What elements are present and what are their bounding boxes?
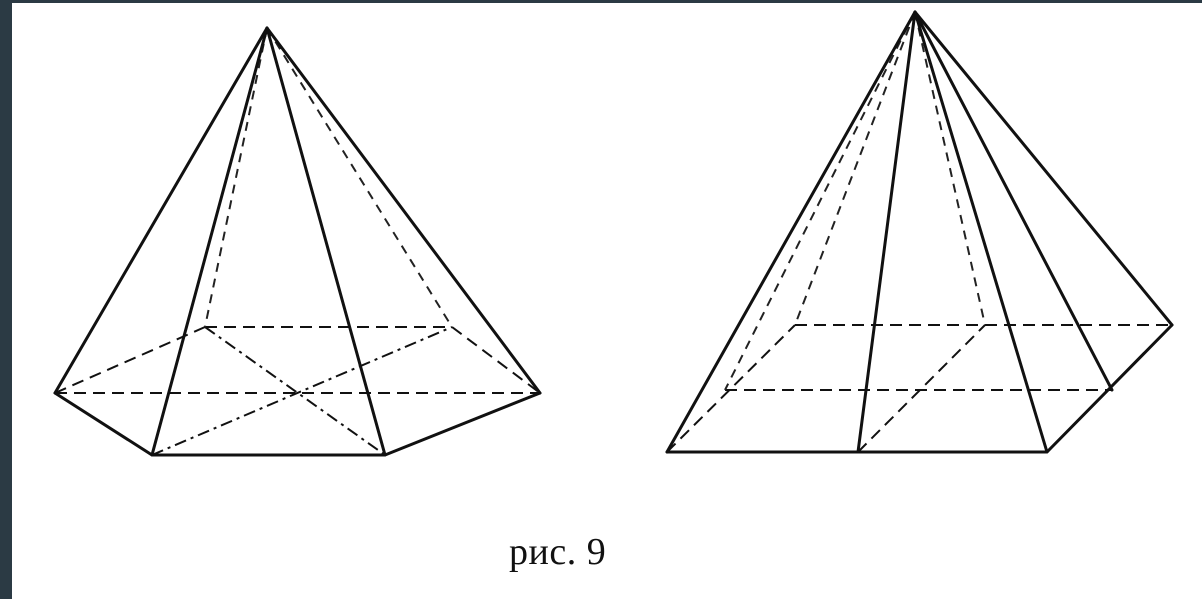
right-pyramid-hidden-base-edge xyxy=(857,324,986,453)
left-pyramid-hidden-base-edge xyxy=(451,326,541,394)
right-pyramid-lateral-edge xyxy=(913,10,1114,392)
figure-caption: рис. 9 xyxy=(509,531,607,573)
right-pyramid-hidden-base-edge xyxy=(666,324,796,453)
right-pyramid-lateral-edge xyxy=(665,10,917,454)
left-pyramid-hidden-lateral-edge xyxy=(266,27,453,328)
left-pyramid-hidden-diagonal xyxy=(204,326,386,456)
left-pyramid-lateral-edge xyxy=(53,26,269,395)
right-pyramid xyxy=(665,10,1174,454)
right-pyramid-hidden-lateral-edge xyxy=(914,11,986,326)
left-pyramid-lateral-edge xyxy=(265,26,542,395)
right-pyramid-lateral-edge xyxy=(913,10,1049,454)
left-pyramid-lateral-edge xyxy=(265,26,387,457)
right-pyramid-hidden-lateral-edge xyxy=(794,11,916,326)
left-pyramid-hidden-base-edge xyxy=(54,326,206,394)
left-pyramid-hidden-diagonal xyxy=(151,326,453,456)
right-pyramid-hidden-lateral-edge xyxy=(724,11,916,391)
right-pyramid-lateral-edge xyxy=(856,10,917,454)
left-pyramid-lateral-edge xyxy=(150,26,269,457)
left-pyramid-base-edge xyxy=(53,391,542,457)
right-pyramid-lateral-edge xyxy=(913,10,1174,327)
hexagonal-pyramid xyxy=(53,26,542,457)
left-pyramid-hidden-lateral-edge xyxy=(204,27,268,328)
right-pyramid-base-edge xyxy=(665,323,1174,454)
